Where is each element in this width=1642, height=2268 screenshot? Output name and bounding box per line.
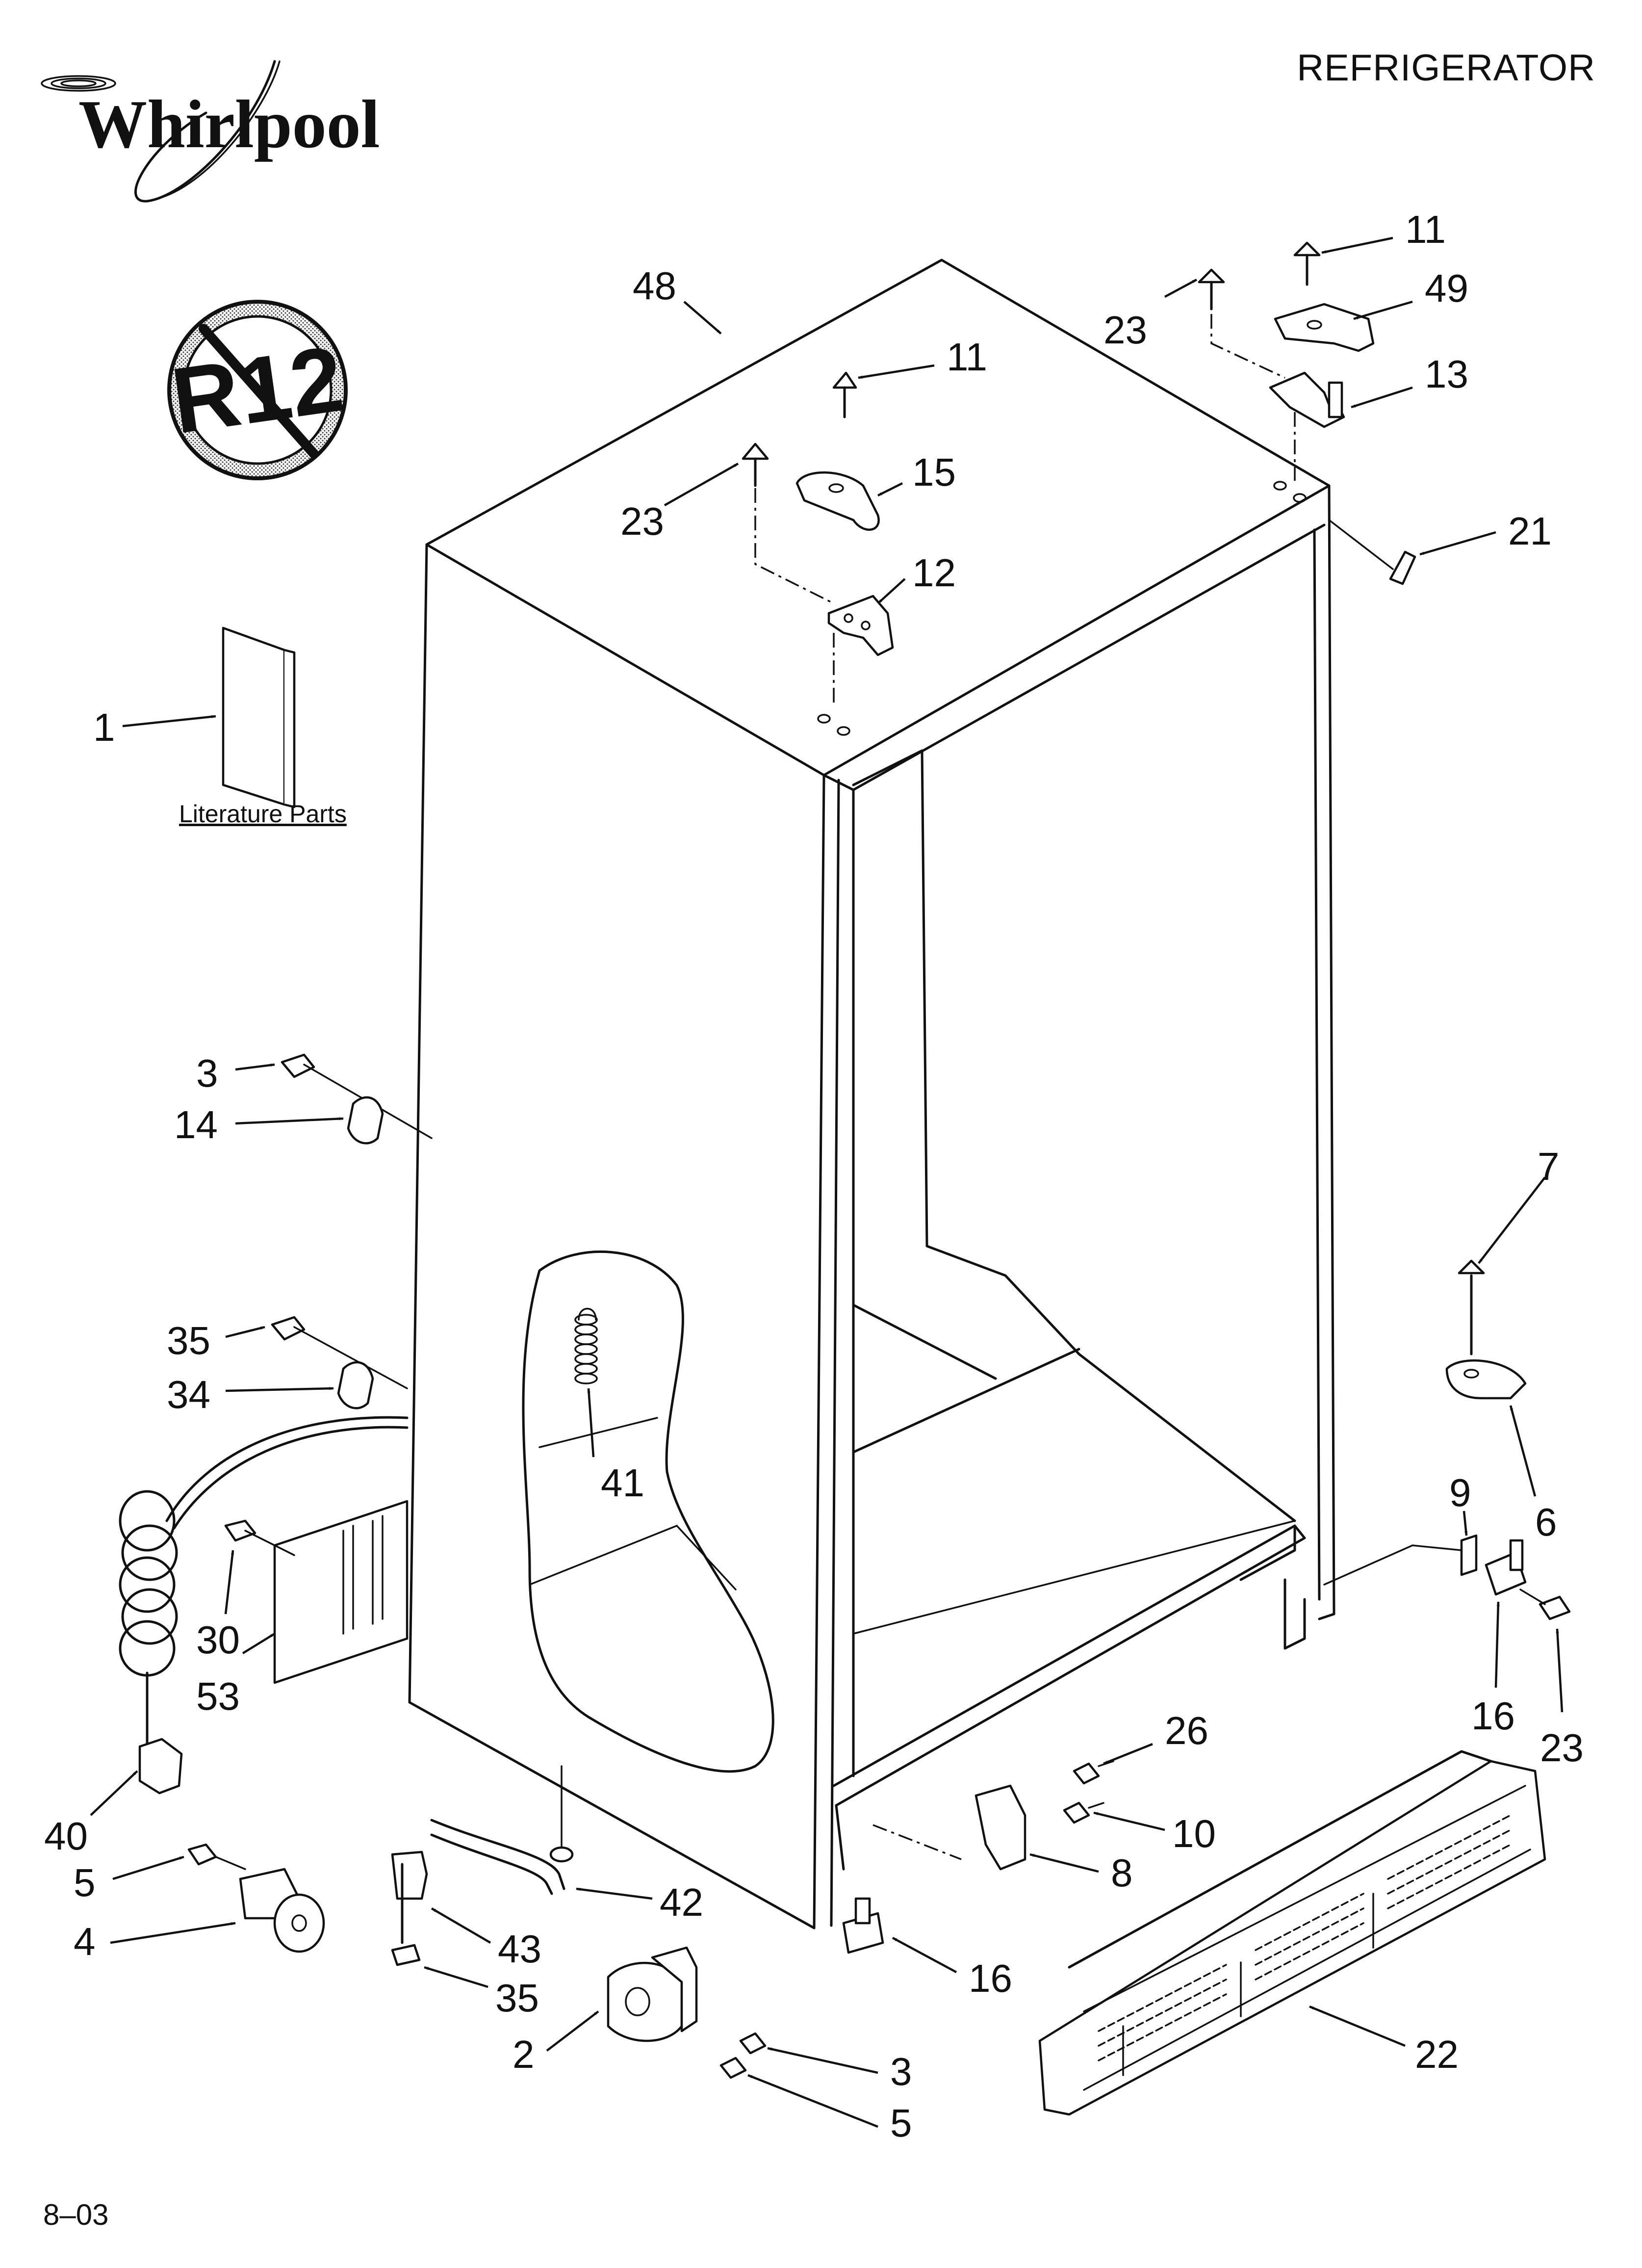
callout-53: 53 — [196, 1674, 240, 1718]
callout-11: 11 — [947, 335, 987, 379]
logo-wordmark: Whirlpool — [78, 86, 380, 162]
callout-12: 12 — [912, 551, 956, 595]
callout-23: 23 — [1540, 1726, 1584, 1770]
footer-code: 8–03 — [43, 2198, 109, 2231]
no-r12-badge: R12 — [166, 300, 349, 480]
literature-booklet — [222, 626, 296, 808]
front-roller — [187, 1843, 325, 1953]
callout-1: 1 — [93, 705, 115, 749]
callout-labels: 48 11 23 49 13 11 15 23 12 21 1 3 14 7 6… — [44, 208, 1584, 2145]
center-hinge-assembly — [742, 371, 894, 706]
electrical-box — [224, 1500, 409, 1684]
drain-spring — [574, 1307, 598, 1384]
power-cord — [119, 1416, 409, 1795]
callout-48: 48 — [633, 264, 676, 308]
callout-30: 30 — [196, 1618, 240, 1662]
refrigerator-cabinet — [408, 259, 1335, 1929]
callout-21: 21 — [1508, 509, 1552, 553]
callout-41: 41 — [601, 1461, 644, 1505]
right-roller-bracket — [1323, 1534, 1571, 1620]
page-title: REFRIGERATOR — [1297, 47, 1595, 89]
callout-16: 16 — [1471, 1694, 1515, 1738]
lower-hinge — [872, 1760, 1114, 1871]
roller-assembly — [607, 1946, 767, 2079]
callout-10: 10 — [1172, 1812, 1216, 1855]
callout-23: 23 — [1103, 308, 1147, 352]
clip-part — [1328, 519, 1416, 585]
callout-5: 5 — [74, 1861, 96, 1904]
callout-43: 43 — [498, 1927, 541, 1971]
callout-3: 3 — [196, 1051, 218, 1095]
callout-42: 42 — [660, 1880, 703, 1924]
callout-49: 49 — [1425, 266, 1468, 310]
literature-parts-label: Literature Parts — [179, 800, 347, 828]
callout-16: 16 — [969, 1956, 1012, 2000]
callout-2: 2 — [513, 2033, 535, 2076]
callout-23: 23 — [620, 499, 664, 543]
callout-4: 4 — [74, 1920, 96, 1963]
callout-11: 11 — [1405, 208, 1446, 251]
callout-3: 3 — [890, 2050, 912, 2093]
callout-5: 5 — [890, 2101, 912, 2145]
callout-14: 14 — [174, 1103, 218, 1147]
right-hinge-assembly — [1198, 241, 1375, 481]
callout-22: 22 — [1415, 2033, 1459, 2076]
left-bracket-lower — [271, 1316, 408, 1409]
callout-7: 7 — [1538, 1145, 1560, 1188]
whirlpool-logo: Whirlpool — [41, 60, 380, 203]
callout-13: 13 — [1425, 352, 1468, 396]
callout-40: 40 — [44, 1814, 88, 1858]
drain-tube — [391, 1765, 574, 1966]
callout-15: 15 — [912, 450, 956, 494]
callout-26: 26 — [1165, 1709, 1208, 1752]
toe-grille — [1038, 1750, 1546, 2116]
callout-arrows — [90, 236, 1564, 2128]
callout-34: 34 — [167, 1373, 210, 1416]
callout-35: 35 — [167, 1319, 210, 1362]
left-bracket-upper — [281, 1053, 433, 1145]
right-leveling-bracket — [1445, 1259, 1527, 1400]
callout-6: 6 — [1535, 1500, 1557, 1544]
toe-grille-clip — [842, 1897, 884, 1954]
callout-35: 35 — [495, 1976, 539, 2020]
callout-9: 9 — [1449, 1471, 1471, 1514]
callout-8: 8 — [1111, 1851, 1133, 1895]
